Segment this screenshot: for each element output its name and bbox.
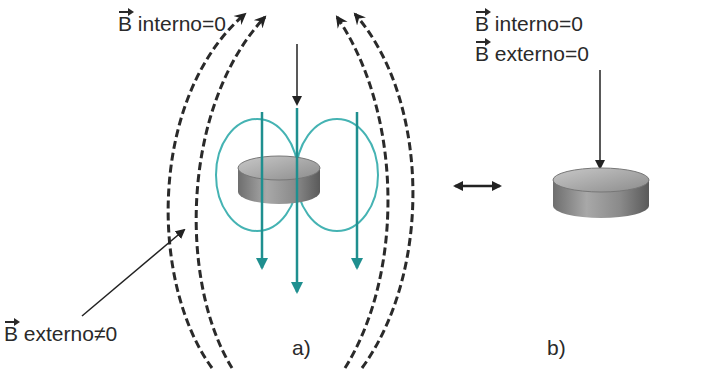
field-label: B externo=0 [475, 42, 589, 66]
double-arrow [455, 185, 500, 188]
panel-label: a) [292, 336, 311, 360]
internal-field-lines [262, 108, 357, 292]
field-label: B interno=0 [118, 12, 226, 36]
magnetized-disk [238, 156, 320, 204]
field-label: B interno=0 [475, 12, 583, 36]
external-field-lines [168, 14, 413, 368]
field-label: B externo≠0 [4, 322, 117, 346]
unmagnetized-disk [553, 168, 649, 218]
panel-label: b) [547, 336, 566, 360]
leader-arrows [82, 44, 600, 316]
